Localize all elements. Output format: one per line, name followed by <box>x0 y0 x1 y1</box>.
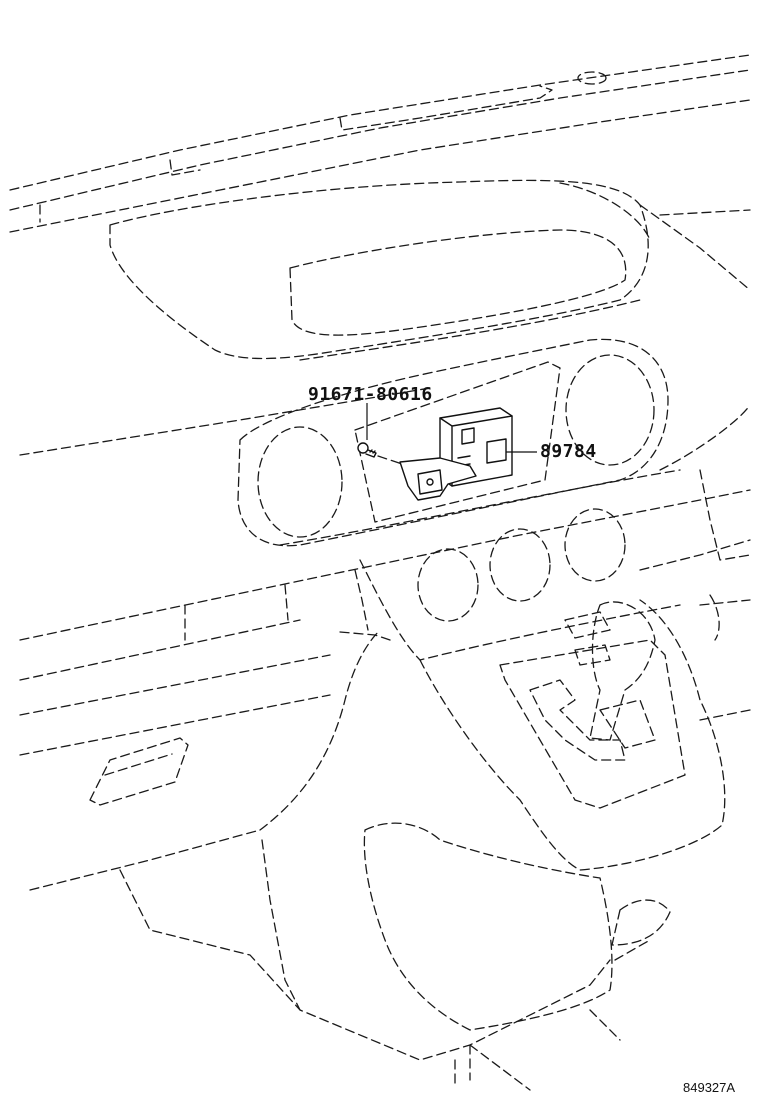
callout-module-part-number: 89784 <box>540 441 597 462</box>
screw-part <box>357 403 409 467</box>
meter-hood <box>109 179 751 361</box>
callout-screw-part-number: 91671-80616 <box>308 384 433 405</box>
right-side-panel <box>659 404 751 641</box>
lower-console <box>359 508 726 871</box>
dashboard-body-lines <box>19 387 751 756</box>
control-module-part <box>399 407 537 501</box>
center-panel <box>237 338 681 547</box>
floor-console <box>119 822 671 1091</box>
diagram-reference-code: 849327A <box>683 1080 736 1095</box>
lower-left-panel <box>29 569 391 891</box>
dashboard-top-edge <box>9 54 751 233</box>
